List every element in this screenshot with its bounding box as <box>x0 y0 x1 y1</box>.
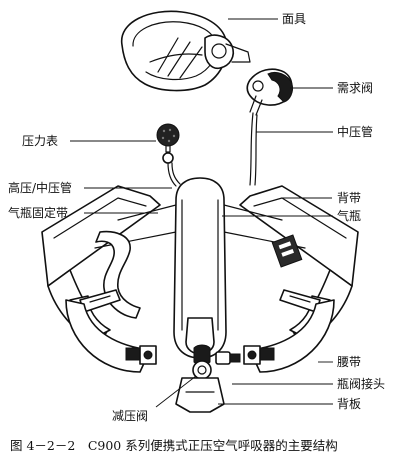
cylinder-buckle <box>271 234 303 268</box>
face-mask <box>121 10 251 92</box>
valve-connector <box>215 351 241 365</box>
label-pressure-reducer: 减压阀 <box>112 409 148 423</box>
label-waist-belt: 腰带 <box>337 355 361 369</box>
label-pressure-gauge: 压力表 <box>22 134 58 148</box>
leader-lines <box>70 18 333 408</box>
label-backstrap: 背带 <box>337 191 361 205</box>
air-cylinder <box>173 177 227 359</box>
left-belt-fitting <box>125 345 157 365</box>
frame-left-rail <box>94 231 177 249</box>
high-medium-pressure-hose-outline <box>171 162 181 185</box>
label-cylinder-strap: 气瓶固定带 <box>8 205 68 220</box>
label-cylinder: 气瓶 <box>337 208 361 223</box>
label-backplate: 背板 <box>337 397 361 411</box>
label-mask: 面具 <box>282 12 306 26</box>
pressure-gauge <box>156 123 180 164</box>
figure-caption: 图 4－2－2 C900 系列便携式正压空气呼吸器的主要结构 <box>10 438 338 453</box>
medium-pressure-hose <box>249 112 254 186</box>
right-belt-fitting <box>243 345 275 365</box>
lower-pad-right <box>249 299 335 373</box>
backplate <box>175 377 225 413</box>
label-valve-connector: 瓶阀接头 <box>337 376 385 391</box>
pressure-reducer <box>192 344 212 380</box>
label-demand-valve: 需求阀 <box>337 81 373 95</box>
high-medium-pressure-hose <box>167 162 177 187</box>
medium-pressure-hose-outline <box>254 114 258 186</box>
label-high-medium-pressure-pipe: 高压/中压管 <box>8 180 72 195</box>
demand-valve <box>246 68 293 116</box>
label-medium-pressure-pipe: 中压管 <box>337 124 373 139</box>
